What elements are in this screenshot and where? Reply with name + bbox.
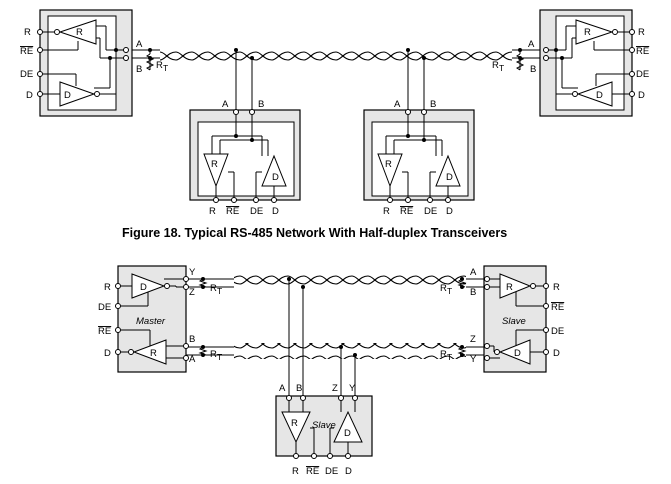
svg-text:DE: DE: [98, 302, 111, 313]
svg-text:D: D: [345, 466, 352, 477]
svg-text:D: D: [344, 428, 351, 439]
svg-text:B: B: [189, 334, 195, 345]
svg-text:R: R: [385, 159, 392, 170]
svg-text:D: D: [514, 348, 521, 359]
svg-text:R: R: [506, 282, 513, 293]
slave-right-title: Slave: [502, 316, 526, 327]
svg-text:R: R: [150, 348, 157, 359]
svg-text:Z: Z: [332, 383, 338, 394]
svg-text:RE: RE: [636, 46, 649, 57]
svg-text:RE: RE: [98, 326, 111, 337]
svg-text:A: A: [279, 383, 286, 394]
pin-r-label: R: [24, 27, 31, 38]
pin-de-label: DE: [20, 69, 33, 80]
svg-text:A: A: [528, 39, 535, 50]
twisted-pair-bus-fig18: [160, 46, 512, 62]
transceiver-node-4: A B R D R RE DE D: [363, 48, 475, 217]
slave-right-transceiver: Slave A B R Z Y D R RE DE D: [470, 265, 564, 373]
svg-text:R: R: [638, 27, 645, 38]
receiver-triangle: [575, 19, 614, 45]
master-title: Master: [136, 316, 166, 327]
svg-text:D: D: [272, 206, 279, 217]
svg-text:D: D: [446, 206, 453, 217]
svg-text:RE: RE: [226, 206, 239, 217]
svg-text:D: D: [596, 90, 603, 101]
transceiver-node-3: A B R D R RE DE D: [189, 48, 301, 217]
svg-text:T: T: [217, 286, 222, 296]
svg-text:R: R: [211, 159, 218, 170]
svg-text:Y: Y: [349, 383, 356, 394]
svg-text:A: A: [470, 267, 477, 278]
svg-text:T: T: [499, 63, 504, 73]
svg-text:R: R: [553, 282, 560, 293]
svg-text:Y: Y: [470, 354, 477, 365]
svg-text:DE: DE: [551, 326, 564, 337]
pin-re-label: RE: [20, 46, 33, 57]
driver-label: D: [64, 90, 71, 101]
bus-b-label: B: [136, 64, 142, 75]
svg-text:RE: RE: [400, 206, 413, 217]
svg-text:Y: Y: [189, 267, 196, 278]
svg-text:DE: DE: [424, 206, 437, 217]
svg-text:R: R: [209, 206, 216, 217]
bus-a-label: A: [136, 39, 143, 50]
svg-text:DE: DE: [325, 466, 338, 477]
svg-text:DE: DE: [250, 206, 263, 217]
svg-text:B: B: [470, 287, 476, 298]
svg-text:D: D: [140, 282, 147, 293]
termination-resistor-slave-bottom: R T: [440, 345, 467, 362]
slave-bottom-transceiver: A B Z Y R Slave D R RE DE D: [275, 277, 373, 477]
svg-text:R: R: [383, 206, 390, 217]
svg-text:D: D: [272, 172, 279, 183]
svg-text:R: R: [440, 349, 447, 360]
svg-text:R: R: [210, 283, 217, 294]
slave-bottom-title: Slave: [312, 420, 336, 431]
svg-text:R: R: [440, 283, 447, 294]
svg-text:D: D: [553, 348, 560, 359]
svg-text:A: A: [394, 99, 401, 110]
svg-text:T: T: [447, 286, 452, 296]
termination-resistor-master-top: R T: [198, 277, 222, 296]
svg-text:R: R: [291, 418, 298, 429]
svg-text:R: R: [104, 282, 111, 293]
termination-resistor-slave-top: R T: [440, 277, 467, 296]
receiver-triangle: [58, 19, 97, 45]
svg-text:RE: RE: [551, 302, 564, 313]
termination-resistor-left: R T: [145, 48, 168, 73]
svg-text:Z: Z: [470, 334, 476, 345]
svg-text:B: B: [258, 99, 264, 110]
svg-text:T: T: [217, 352, 222, 362]
twisted-pair-top-fig19: [234, 275, 466, 291]
svg-text:R: R: [156, 60, 163, 71]
svg-text:R: R: [210, 349, 217, 360]
svg-text:DE: DE: [636, 69, 649, 80]
twisted-pair-bottom-fig19: [234, 343, 466, 359]
svg-text:B: B: [296, 383, 302, 394]
svg-text:T: T: [163, 63, 168, 73]
svg-text:RE: RE: [306, 466, 319, 477]
svg-text:D: D: [638, 90, 645, 101]
right-transceiver: R D A B R RE DE D: [528, 9, 649, 117]
svg-text:B: B: [530, 64, 536, 75]
svg-text:R: R: [584, 27, 591, 38]
svg-text:T: T: [447, 352, 452, 362]
receiver-label: R: [76, 27, 83, 38]
svg-text:A: A: [222, 99, 229, 110]
svg-text:Z: Z: [189, 287, 195, 298]
termination-resistor-master-bottom: R T: [198, 345, 222, 362]
svg-text:R: R: [492, 60, 499, 71]
svg-text:D: D: [446, 172, 453, 183]
svg-text:D: D: [104, 348, 111, 359]
pin-d-label: D: [26, 90, 33, 101]
svg-text:B: B: [430, 99, 436, 110]
figure-18-caption: Figure 18. Typical RS-485 Network With H…: [122, 226, 507, 240]
svg-text:R: R: [292, 466, 299, 477]
master-transceiver: Master D Y Z R B A R DE RE D: [98, 265, 196, 373]
termination-resistor-right: R T: [492, 48, 525, 73]
left-transceiver: R D A B R RE DE D: [20, 9, 143, 117]
svg-text:A: A: [189, 354, 196, 365]
